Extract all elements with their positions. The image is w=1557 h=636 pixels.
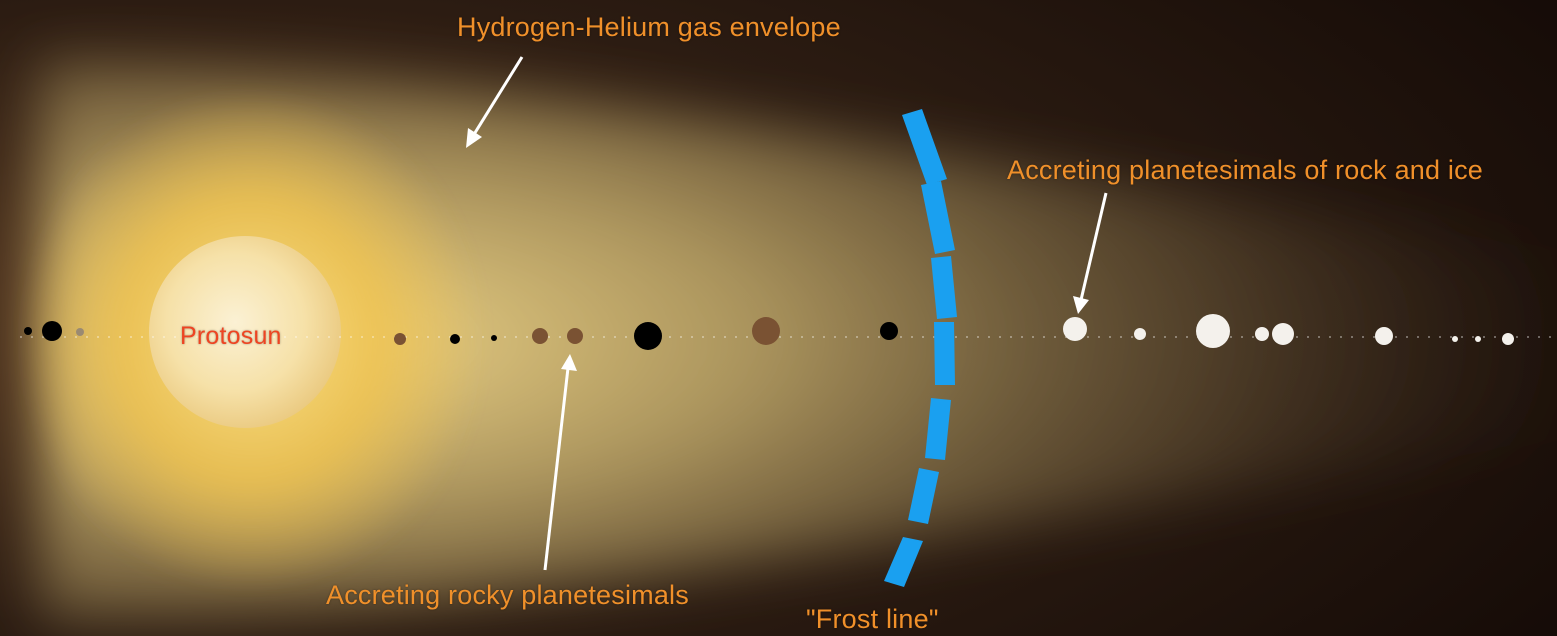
planetesimal xyxy=(491,335,497,341)
planetesimal xyxy=(76,328,84,336)
icy-planetesimal xyxy=(1452,336,1458,342)
gas-envelope-label: Hydrogen-Helium gas envelope xyxy=(457,12,841,42)
icy-planetesimal xyxy=(1272,323,1294,345)
icy-planetesimal xyxy=(1375,327,1393,345)
arrow-ice-planetesimals xyxy=(1073,192,1108,314)
protosun xyxy=(149,236,341,428)
arrow-gas-envelope xyxy=(466,56,524,148)
planetesimal xyxy=(880,322,898,340)
planetesimal xyxy=(24,327,32,335)
icy-planetesimal xyxy=(1475,336,1481,342)
rocky-planetesimal xyxy=(394,333,406,345)
rocky-planetesimal xyxy=(567,328,583,344)
arrow-rocky-planetesimals xyxy=(543,354,577,571)
rocky-planetesimals-label: Accreting rocky planetesimals xyxy=(326,580,689,610)
rocky-planetesimal xyxy=(532,328,548,344)
icy-planetesimal xyxy=(1255,327,1269,341)
planetesimal xyxy=(450,334,460,344)
ice-planetesimals-label: Accreting planetesimals of rock and ice xyxy=(1007,155,1484,185)
icy-planetesimal xyxy=(1196,314,1230,348)
icy-planetesimal xyxy=(1134,328,1146,340)
icy-planetesimal xyxy=(1063,317,1087,341)
planetesimal xyxy=(42,321,62,341)
planetesimal xyxy=(634,322,662,350)
icy-planetesimal xyxy=(1502,333,1514,345)
frost-line-arc xyxy=(884,109,957,587)
rocky-planetesimal xyxy=(752,317,780,345)
protosun-label: Protosun xyxy=(180,322,282,350)
frost-line-label: "Frost line" xyxy=(806,604,939,634)
